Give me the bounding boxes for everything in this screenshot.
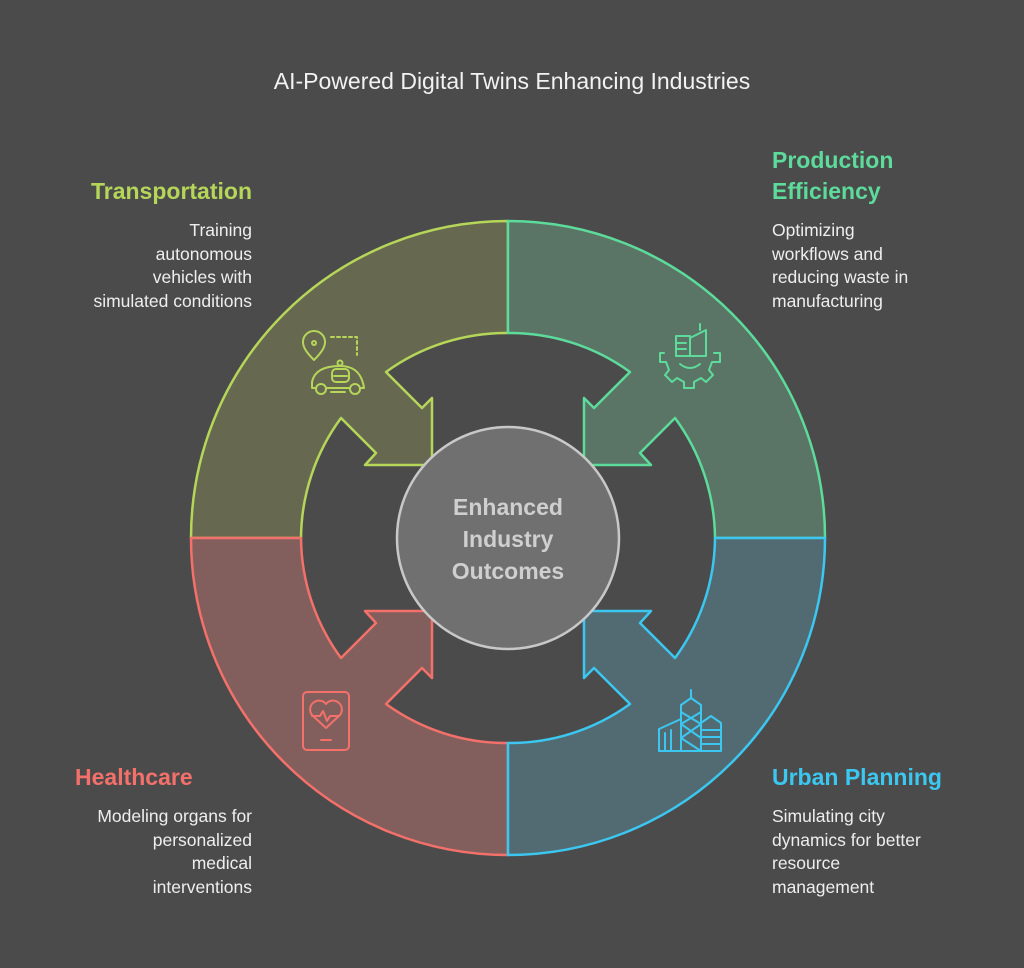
description-line: dynamics for better [772,829,921,850]
center-line: Enhanced [453,494,563,520]
section-heading: Transportation [12,176,252,207]
heart-tablet-icon [302,691,350,751]
section-heading: Healthcare [75,762,252,793]
center-circle [395,425,621,651]
description-line: Training [189,220,252,240]
description-line: management [772,876,875,897]
description-line: medical [191,853,252,873]
description-line: Optimizing [772,220,855,240]
autonomous-car-icon [302,330,365,395]
description-line: simulated conditions [93,290,252,311]
section-heading: Urban Planning [772,762,1012,793]
section-heading: Production Efficiency [772,145,1012,207]
section-description: Simulating city dynamics for better reso… [772,805,1012,899]
section-urban: Urban Planning Simulating city dynamics … [772,762,1012,899]
center-line: Outcomes [451,558,565,584]
section-description: Modeling organs for personalized medical… [12,805,252,899]
section-transportation: Transportation Training autonomous vehic… [12,176,252,313]
description-line: resource [772,853,841,873]
diagram-title: AI-Powered Digital Twins Enhancing Indus… [273,68,751,94]
description-line: reducing waste in [772,267,909,287]
heading-line: Efficiency [772,178,881,204]
section-production: Production Efficiency Optimizing workflo… [772,145,1012,313]
section-description: Optimizing workflows and reducing waste … [772,219,1012,313]
heading-line: Healthcare [75,764,193,790]
description-line: Modeling organs for [97,806,252,826]
center-label: Enhanced Industry Outcomes [398,491,618,587]
description-line: autonomous [155,243,252,264]
section-healthcare: Healthcare Modeling organs for personali… [12,762,252,899]
heading-line: Transportation [90,178,252,204]
factory-gear-icon [659,323,721,389]
description-line: interventions [152,876,252,897]
city-buildings-icon [658,689,722,752]
heading-line: Production [772,147,894,173]
section-description: Training autonomous vehicles with simula… [12,219,252,313]
description-line: manufacturing [772,290,883,311]
center-line: Industry [462,526,554,552]
description-line: workflows and [772,243,883,264]
description-line: personalized [152,829,252,850]
description-line: vehicles with [152,267,252,287]
heading-line: Urban Planning [772,764,942,790]
description-line: Simulating city [772,806,885,826]
